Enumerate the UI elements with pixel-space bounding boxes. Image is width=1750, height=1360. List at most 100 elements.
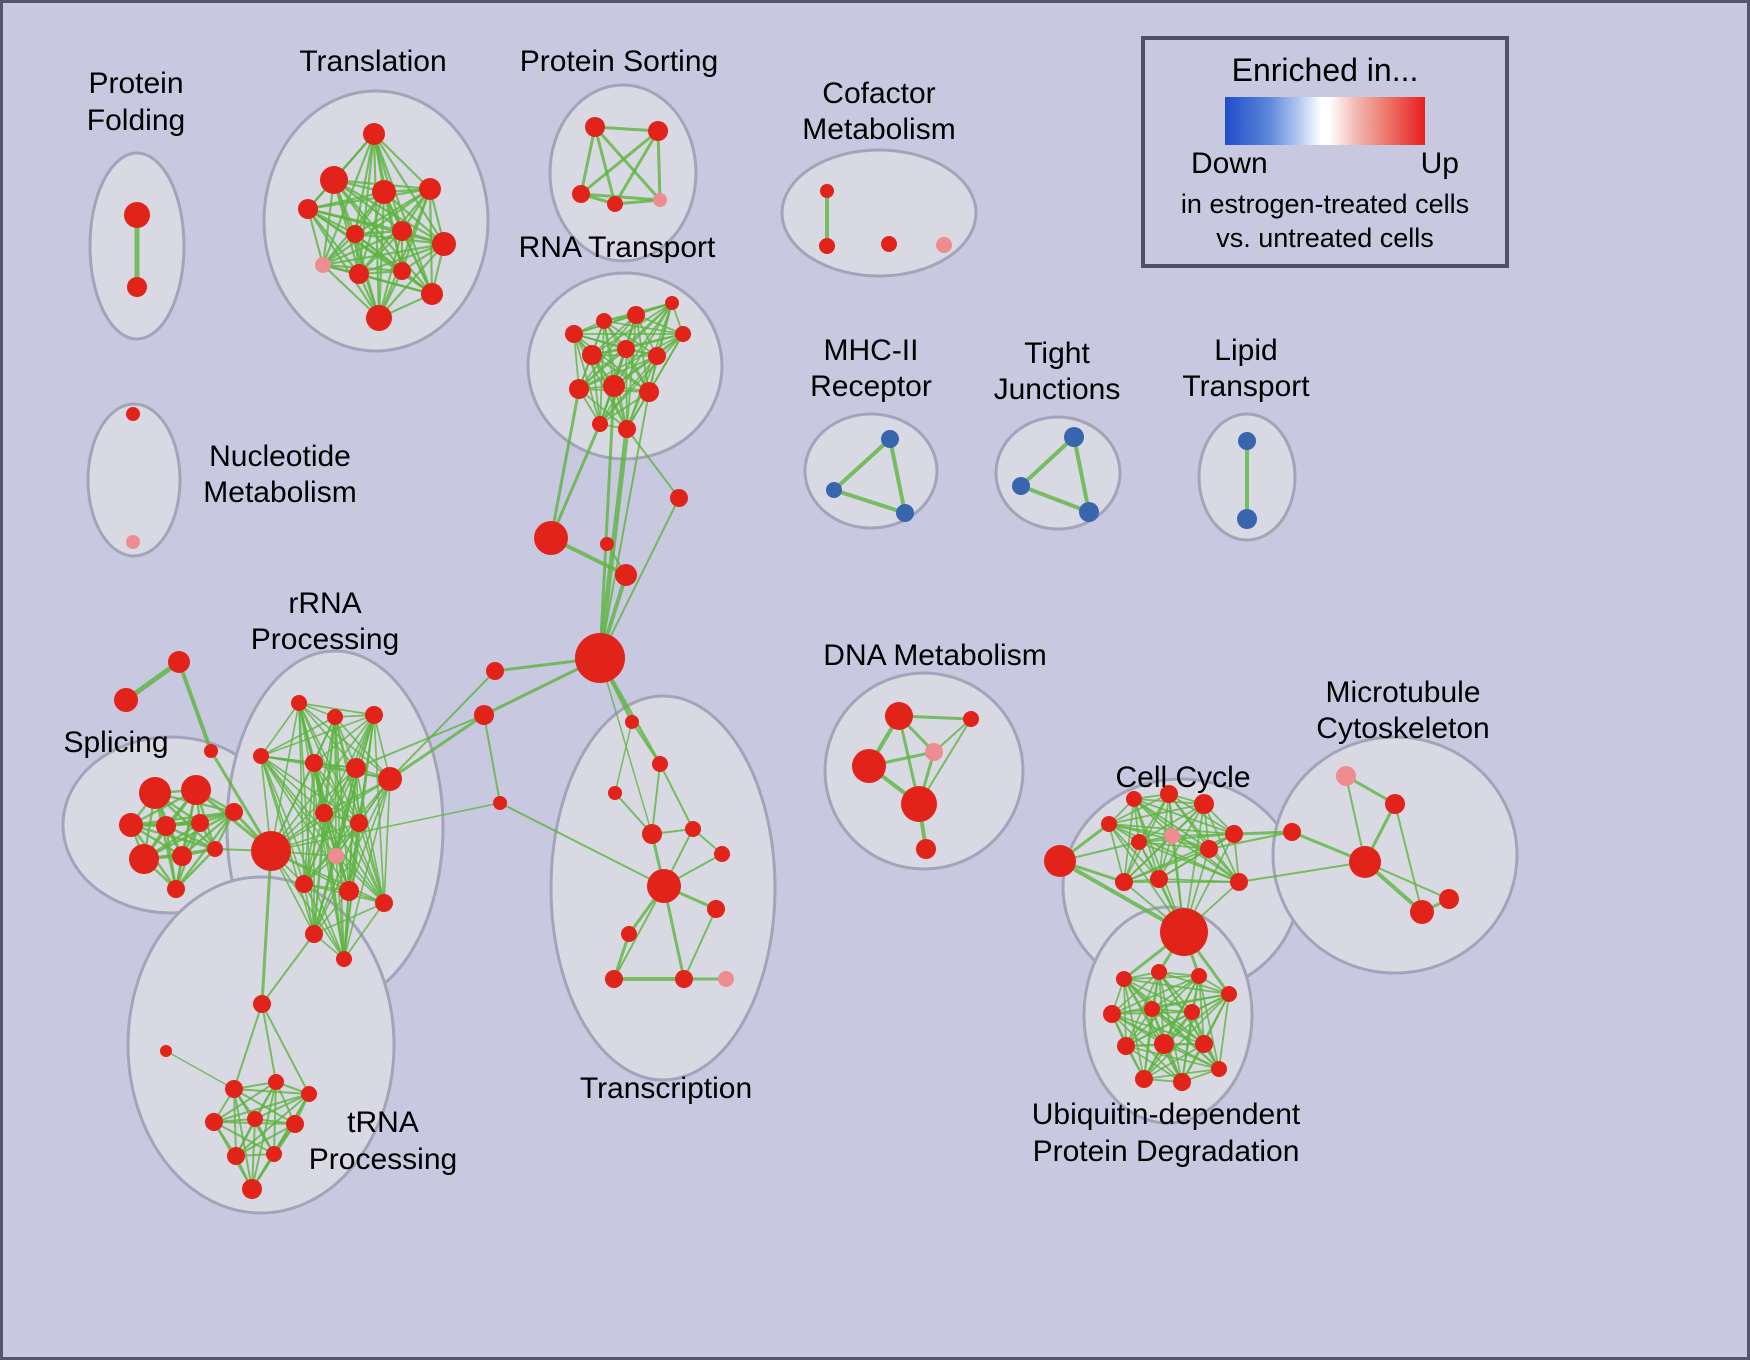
node-cofactor-metabolism-0[interactable] [820,184,834,198]
node-ubiquitin-degradation-11[interactable] [1173,1073,1191,1091]
node-rrna-processing-11[interactable] [295,875,313,893]
node-transcription-8[interactable] [621,926,637,942]
node-transcription-3[interactable] [642,824,662,844]
node-trna-processing-3[interactable] [268,1074,284,1090]
node-ubiquitin-degradation-5[interactable] [1144,1001,1160,1017]
node-rna-transport-0[interactable] [565,325,583,343]
node-rna-transport-12[interactable] [618,420,636,438]
node-translation-3[interactable] [372,180,396,204]
node-protein-sorting-4[interactable] [653,193,667,207]
node-cell-cycle-0[interactable] [1044,845,1076,877]
node-splicing-5[interactable] [225,803,243,821]
node-rna-transport-6[interactable] [617,340,635,358]
node-ubiquitin-degradation-6[interactable] [1184,1004,1200,1020]
node-rrna-processing-14[interactable] [305,925,323,943]
node-microtubule-cytoskeleton-5[interactable] [1410,900,1434,924]
node-rna-transport-7[interactable] [648,347,666,365]
node-transcription-6[interactable] [647,869,681,903]
node-rna-transport-2[interactable] [627,306,645,324]
node-tight-junctions-2[interactable] [1079,502,1099,522]
node-cell-cycle-7[interactable] [1164,828,1180,844]
node-transcription-11[interactable] [718,971,734,987]
node-protein-sorting-3[interactable] [607,196,623,212]
node-rna-transport-8[interactable] [569,379,589,399]
node-mhc-ii-receptor-0[interactable] [881,430,899,448]
node-cell-cycle-4[interactable] [1194,794,1214,814]
node-microtubule-cytoskeleton-2[interactable] [1283,823,1301,841]
node-connectors-4[interactable] [474,705,494,725]
node-translation-10[interactable] [393,262,411,280]
node-ubiquitin-degradation-0[interactable] [1116,971,1132,987]
node-trna-processing-10[interactable] [242,1179,262,1199]
node-translation-2[interactable] [298,199,318,219]
node-protein-folding-1[interactable] [127,277,147,297]
node-translation-11[interactable] [366,305,392,331]
node-nucleotide-metabolism-0[interactable] [126,407,140,421]
node-cell-cycle-10[interactable] [1150,870,1168,888]
node-microtubule-cytoskeleton-3[interactable] [1349,846,1381,878]
node-dna-metabolism-3[interactable] [963,711,979,727]
node-dna-metabolism-5[interactable] [916,839,936,859]
node-cell-cycle-1[interactable] [1101,816,1117,832]
node-connectors-8[interactable] [615,564,637,586]
node-ubiquitin-degradation-7[interactable] [1117,1037,1135,1055]
node-cofactor-metabolism-2[interactable] [881,236,897,252]
node-splicing-3[interactable] [156,816,176,836]
node-cell-cycle-12[interactable] [1160,908,1208,956]
node-rrna-processing-1[interactable] [327,709,343,725]
node-connectors-3[interactable] [486,662,504,680]
node-connectors-7[interactable] [600,537,614,551]
node-mhc-ii-receptor-1[interactable] [826,482,842,498]
node-transcription-4[interactable] [685,821,701,837]
node-rrna-processing-9[interactable] [350,814,368,832]
node-ubiquitin-degradation-2[interactable] [1191,968,1207,984]
node-translation-7[interactable] [392,221,412,241]
node-rrna-processing-0[interactable] [291,695,307,711]
node-splicing-6[interactable] [129,844,159,874]
node-ubiquitin-degradation-3[interactable] [1221,986,1237,1002]
node-trna-processing-6[interactable] [247,1111,263,1127]
node-dna-metabolism-1[interactable] [852,749,886,783]
node-protein-sorting-0[interactable] [585,117,605,137]
node-splicing-4[interactable] [191,814,209,832]
node-cell-cycle-8[interactable] [1200,840,1218,858]
node-connectors-10[interactable] [575,633,625,683]
node-splicing-7[interactable] [172,846,192,866]
node-protein-sorting-2[interactable] [572,185,590,203]
node-rna-transport-4[interactable] [675,326,691,342]
node-tight-junctions-0[interactable] [1064,427,1084,447]
node-connectors-5[interactable] [493,796,507,810]
node-rrna-processing-3[interactable] [253,748,269,764]
node-transcription-5[interactable] [714,846,730,862]
node-cell-cycle-6[interactable] [1131,834,1147,850]
node-transcription-2[interactable] [608,786,622,800]
node-splicing-1[interactable] [181,775,211,805]
node-cell-cycle-3[interactable] [1160,785,1178,803]
node-ubiquitin-degradation-8[interactable] [1154,1034,1174,1054]
node-connectors-1[interactable] [114,688,138,712]
node-splicing-0[interactable] [139,777,171,809]
node-rna-transport-3[interactable] [665,296,679,310]
node-splicing-9[interactable] [167,880,185,898]
node-rrna-processing-13[interactable] [375,894,393,912]
node-rrna-processing-5[interactable] [346,758,366,778]
node-connectors-0[interactable] [168,651,190,673]
node-ubiquitin-degradation-4[interactable] [1103,1005,1121,1023]
node-rna-transport-11[interactable] [592,416,608,432]
node-trna-processing-4[interactable] [301,1086,317,1102]
node-dna-metabolism-0[interactable] [885,702,913,730]
node-rrna-processing-7[interactable] [251,831,291,871]
node-connectors-6[interactable] [534,521,568,555]
node-rrna-processing-4[interactable] [305,754,323,772]
node-cofactor-metabolism-1[interactable] [819,238,835,254]
node-cell-cycle-9[interactable] [1115,873,1133,891]
node-cell-cycle-2[interactable] [1126,791,1142,807]
node-translation-6[interactable] [346,225,364,243]
node-dna-metabolism-4[interactable] [901,786,937,822]
node-microtubule-cytoskeleton-4[interactable] [1439,889,1459,909]
node-trna-processing-9[interactable] [266,1146,282,1162]
node-trna-processing-7[interactable] [286,1115,304,1133]
node-translation-4[interactable] [419,178,441,200]
node-rrna-processing-12[interactable] [339,881,359,901]
node-transcription-0[interactable] [625,715,639,729]
